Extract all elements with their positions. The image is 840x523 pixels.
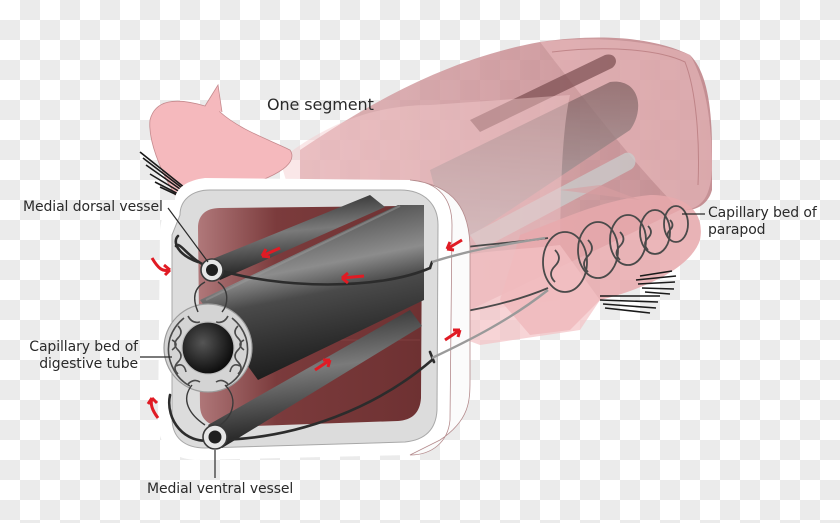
leader-lines (140, 207, 705, 478)
arrow-gut-top-flow-icon (341, 271, 365, 285)
label-capillary-bed-digestive-tube: Capillary bed of digestive tube (18, 339, 138, 373)
label-capillary-bed-parapod-line1: Capillary bed of (708, 205, 817, 221)
capillary-bed-digestive-tube (163, 303, 253, 393)
medial-ventral-vessel-tube (208, 310, 422, 448)
segmental-vessels (167, 234, 436, 442)
label-capillary-bed-parapod: Capillary bed of parapod (708, 205, 817, 239)
setae-right (599, 270, 677, 314)
medial-dorsal-vessel-section (200, 258, 224, 282)
arrow-ventral-flow-icon (314, 358, 332, 372)
label-capillary-bed-parapod-line2: parapod (708, 222, 766, 238)
flow-arrows (146, 238, 463, 419)
arrow-curved-ventral-icon (146, 396, 160, 419)
label-capillary-bed-digestive-line2: digestive tube (39, 356, 138, 372)
arrow-septum-out-icon (444, 328, 462, 342)
label-medial-ventral-vessel: Medial ventral vessel (147, 481, 294, 497)
arrow-curved-dorsal-icon (150, 257, 172, 277)
label-one-segment: One segment (267, 95, 374, 114)
medial-dorsal-vessel-tube (205, 195, 385, 280)
medial-ventral-vessel-section (202, 424, 228, 450)
label-capillary-bed-digestive-line1: Capillary bed of (29, 339, 138, 355)
arrow-dorsal-flow-icon (260, 246, 281, 259)
label-medial-dorsal-vessel: Medial dorsal vessel (23, 199, 163, 215)
arrow-septum-in-icon (445, 238, 463, 252)
segmental-vessels-outer (431, 236, 549, 360)
